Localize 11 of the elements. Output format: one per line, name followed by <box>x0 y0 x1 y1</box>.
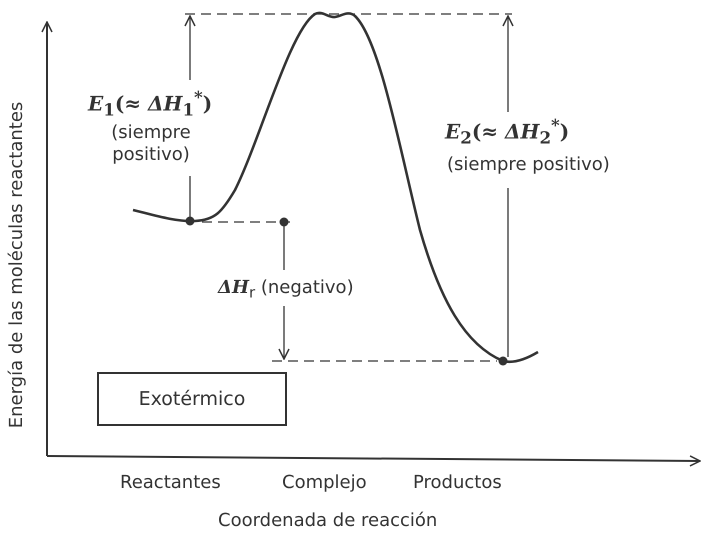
note-text: (siempre positivo) <box>447 154 610 176</box>
energy-label: E$_{1}$(≈ ΔH$_{1}$$^{*}$) <box>88 86 212 121</box>
axis-title: Coordenada de reacción <box>218 510 438 532</box>
enthalpy-label: ΔH$_{r}$ (negativo) <box>218 277 354 304</box>
note-text: (siempre positivo) <box>110 122 192 166</box>
axis-tick-label: Reactantes <box>120 472 221 494</box>
energy-label: E$_{2}$(≈ ΔH$_{2}$$^{*}$) <box>445 114 570 149</box>
axis-tick-label: Complejo <box>282 472 367 494</box>
axis-tick-label: Productos <box>413 472 502 494</box>
label-box: Exotérmico <box>97 372 287 426</box>
axis-title: Energía de las moléculas reactantes <box>6 102 28 428</box>
